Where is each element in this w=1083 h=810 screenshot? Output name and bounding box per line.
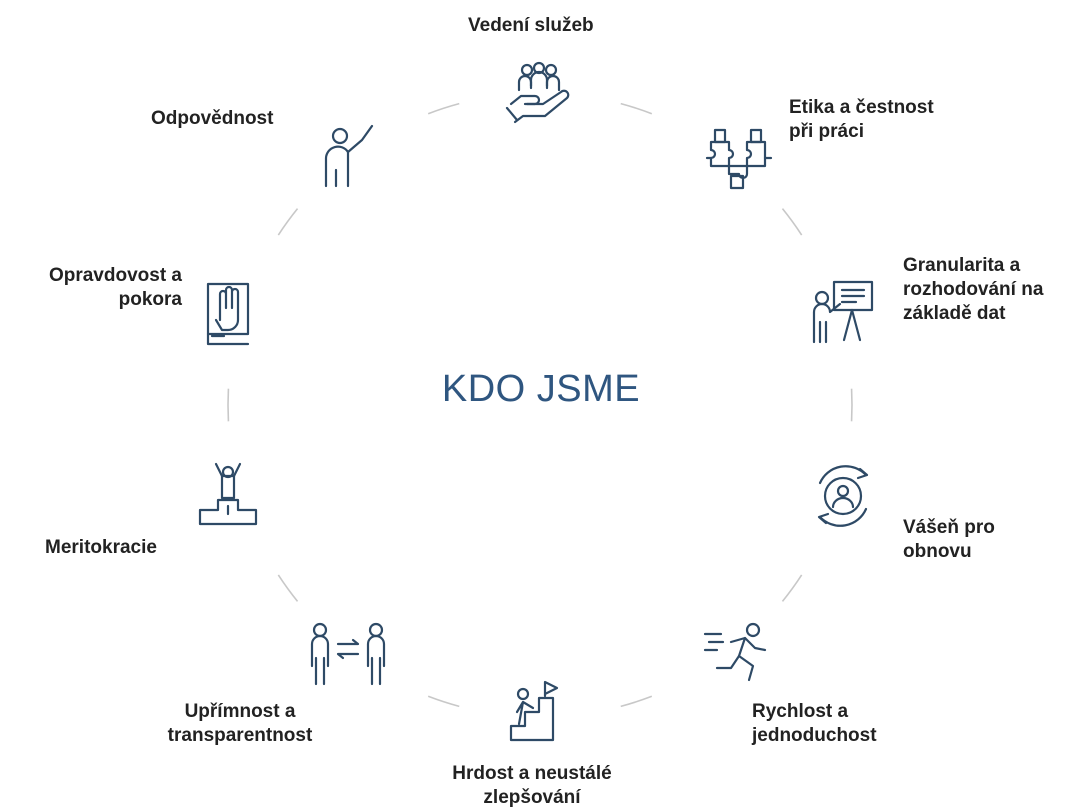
winner-podium-icon: [198, 460, 258, 526]
value-label-vasen: Vášeň pro obnovu: [903, 516, 995, 564]
renewal-cycle-icon: [808, 461, 878, 531]
ring-arc: [427, 102, 460, 115]
puzzle-hands-icon: [705, 128, 775, 190]
label-line: transparentnost: [167, 725, 313, 746]
value-label-granularita: Granularita a rozhodování na základě dat: [903, 254, 1043, 326]
value-label-uprimnost: Upřímnost a transparentnost: [160, 700, 320, 748]
ring-arc: [277, 574, 299, 602]
label-line: Etika a čestnost: [789, 97, 934, 118]
value-label-rychlost: Rychlost a jednoduchost: [752, 700, 877, 748]
people-exchange-icon: [308, 622, 388, 686]
label-line: Hrdost a neustálé: [452, 763, 612, 784]
climbing-stairs-flag-icon: [509, 680, 571, 742]
value-label-meritokracie: Meritokracie: [45, 536, 157, 560]
label-line: při práci: [789, 121, 864, 142]
center-title: KDO JSME: [441, 368, 641, 410]
ring-arc: [781, 574, 803, 602]
label-line: základě dat: [903, 303, 1006, 324]
value-label-hrdost: Hrdost a neustálé zlepšování: [420, 762, 644, 810]
ring-arc: [781, 208, 803, 236]
label-line: Opravdovost a: [48, 265, 182, 286]
label-line: obnovu: [903, 541, 972, 562]
label-line: Meritokracie: [45, 537, 157, 558]
label-line: Rychlost a: [752, 701, 849, 722]
ring-arc: [427, 695, 460, 708]
label-line: pokora: [118, 289, 182, 310]
value-label-odpovednost: Odpovědnost: [151, 107, 273, 131]
label-line: Granularita a: [903, 255, 1021, 276]
running-person-icon: [703, 620, 775, 682]
label-line: Upřímnost a: [184, 701, 296, 722]
label-line: Odpovědnost: [151, 108, 274, 129]
value-label-etika: Etika a čestnost při práci: [789, 96, 934, 144]
label-line: zlepšování: [483, 787, 581, 808]
label-line: Vášeň pro: [903, 517, 995, 538]
value-label-vedeni-sluzeb: Vedení služeb: [468, 14, 594, 38]
ring-arc: [620, 695, 653, 708]
raised-hand-person-icon: [318, 122, 380, 188]
ring-arc: [277, 208, 299, 236]
oath-hand-on-book-icon: [204, 280, 254, 346]
value-label-opravdovost: Opravdovost a pokora: [10, 264, 182, 312]
label-line: jednoduchost: [752, 725, 877, 746]
label-line: rozhodování na: [903, 279, 1044, 300]
presentation-board-icon: [810, 280, 876, 346]
ring-arc: [620, 102, 653, 115]
servant-leadership-hand-icon: [505, 61, 573, 124]
label-line: Vedení služeb: [468, 15, 594, 36]
